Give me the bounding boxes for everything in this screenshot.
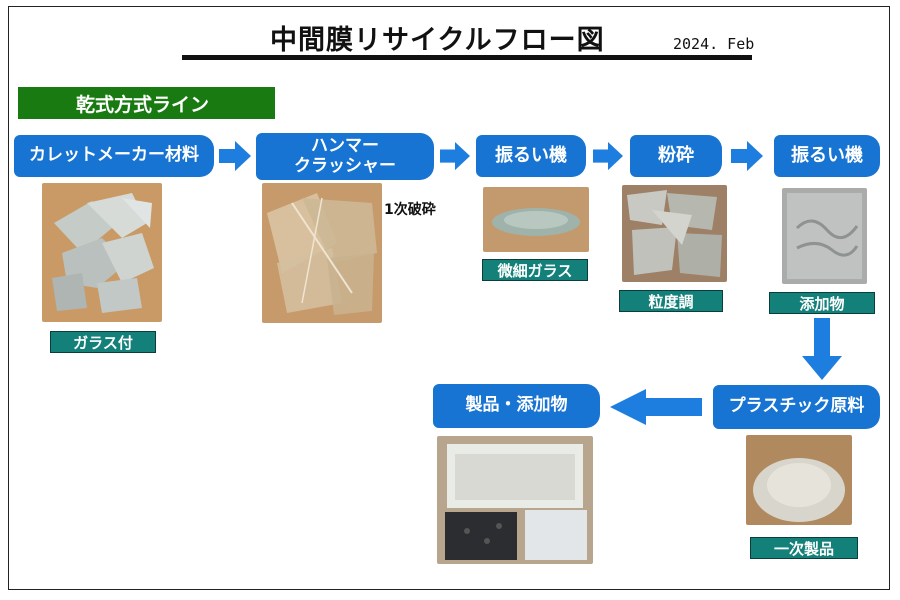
primary-product-photo bbox=[746, 435, 852, 525]
arrow-right-icon bbox=[593, 141, 623, 171]
products-photo bbox=[437, 436, 593, 564]
step-hammer-crusher-label: ハンマー クラッシャー bbox=[294, 135, 396, 176]
arrow-left-icon bbox=[610, 389, 702, 425]
step-plastic-raw: プラスチック原料 bbox=[713, 385, 880, 429]
arrow-down-icon bbox=[802, 318, 842, 380]
step-sieve-2: 振るい機 bbox=[774, 135, 880, 177]
primary-crush-note: 1次破砕 bbox=[384, 202, 436, 218]
tag-primary-product: 一次製品 bbox=[750, 537, 858, 559]
step-products-label: 製品・添加物 bbox=[465, 395, 568, 416]
tag-fine-glass: 微細ガラス bbox=[482, 259, 588, 281]
arrow-right-icon bbox=[731, 141, 763, 171]
fine-glass-photo bbox=[483, 187, 589, 252]
crushed-film-photo bbox=[262, 183, 382, 323]
title-underline bbox=[182, 55, 752, 60]
tag-grain-adjust: 粒度調 bbox=[619, 290, 723, 312]
step-sieve-2-label: 振るい機 bbox=[791, 144, 863, 166]
diagram-frame bbox=[8, 6, 890, 590]
tag-with-glass: ガラス付 bbox=[50, 331, 156, 353]
additive-photo bbox=[782, 188, 867, 284]
step-sieve-1: 振るい機 bbox=[476, 135, 586, 177]
step-plastic-raw-label: プラスチック原料 bbox=[728, 396, 865, 417]
step-cullet-maker-label: カレットメーカー材料 bbox=[29, 145, 199, 166]
arrow-right-icon bbox=[219, 141, 251, 171]
arrow-right-icon bbox=[440, 141, 470, 171]
ground-film-photo bbox=[622, 185, 727, 282]
step-grind: 粉砕 bbox=[630, 135, 722, 177]
tag-additive: 添加物 bbox=[769, 292, 875, 314]
glass-cullet-photo bbox=[42, 183, 162, 322]
date-label: 2024. Feb bbox=[673, 35, 755, 53]
step-hammer-crusher: ハンマー クラッシャー bbox=[256, 133, 434, 180]
step-cullet-maker: カレットメーカー材料 bbox=[14, 135, 214, 177]
step-sieve-1-label: 振るい機 bbox=[495, 144, 567, 166]
page-title: 中間膜リサイクルフロー図 bbox=[270, 25, 605, 56]
step-grind-label: 粉砕 bbox=[658, 144, 694, 166]
line-label: 乾式方式ライン bbox=[18, 87, 275, 119]
step-products: 製品・添加物 bbox=[433, 384, 600, 428]
